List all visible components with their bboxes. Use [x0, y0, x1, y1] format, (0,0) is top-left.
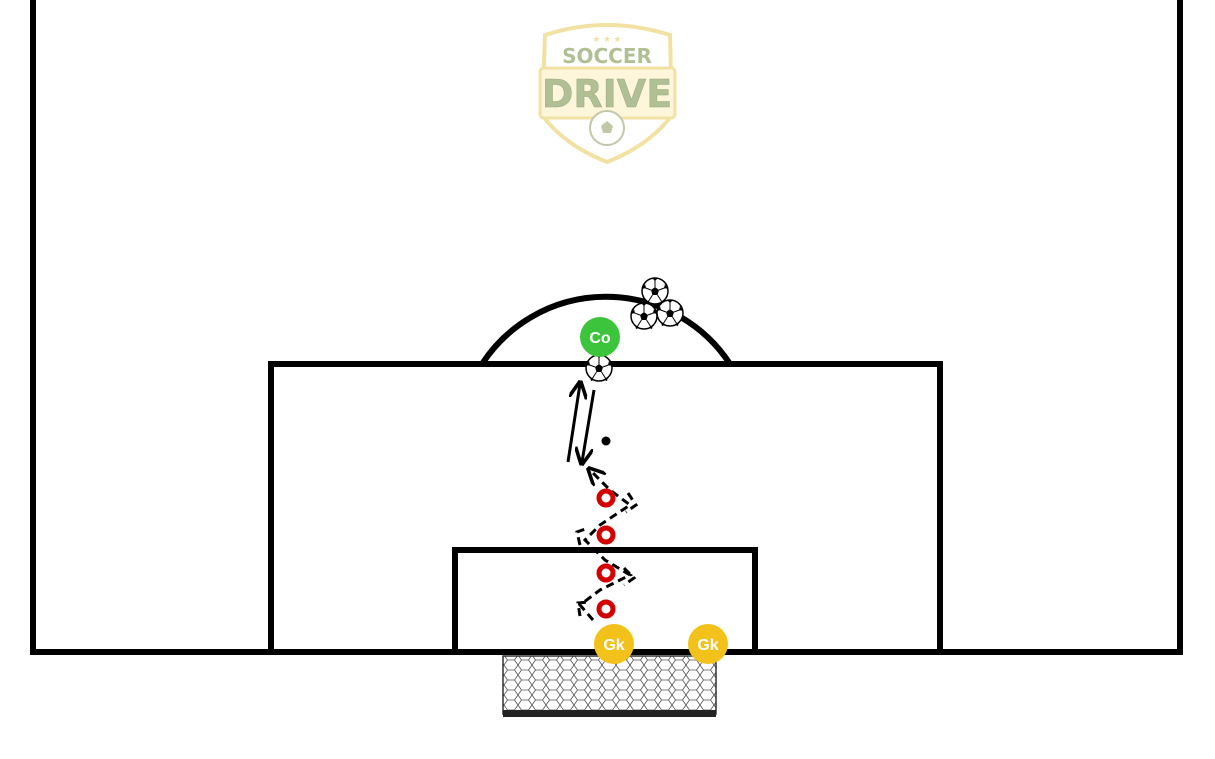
penalty-spot [601, 436, 611, 446]
logo-line-2: DRIVE [542, 72, 672, 116]
ball-icon [585, 354, 613, 382]
ball-icon [656, 299, 684, 327]
cone [596, 488, 616, 508]
pass-arrows [566, 384, 596, 463]
goalkeeper-token [594, 624, 634, 664]
goalkeeper-label: Gk [603, 637, 624, 654]
logo-line-1: SOCCER [562, 44, 652, 68]
cone [596, 599, 616, 619]
dribble-turn-4 [625, 492, 639, 514]
penalty-arc [479, 293, 733, 366]
cones [596, 488, 616, 619]
ball-icon [641, 277, 669, 305]
goal-area [452, 547, 758, 652]
coach-label: Co [589, 330, 611, 347]
goalkeeper-player-2: Gk [688, 624, 728, 664]
goalkeeper-player-1: Gk [594, 624, 634, 664]
dribble-path [575, 470, 639, 621]
dribble-path-line [577, 470, 634, 621]
goalkeeper-label: Gk [697, 637, 718, 654]
dribble-turn-2 [622, 566, 637, 587]
cone [596, 563, 616, 583]
pass-arrow-up [566, 384, 580, 463]
logo-stars-icon: ★ ★ ★ [592, 34, 621, 44]
ball-icon [630, 302, 658, 330]
soccer-drive-logo: ★ ★ ★ SOCCER DRIVE [538, 23, 677, 165]
logo-ball-patch-icon [601, 121, 613, 133]
coach-player: Co [580, 317, 620, 357]
goalkeeper-token [688, 624, 728, 664]
goal-net [502, 655, 717, 717]
dribble-turn-1 [576, 600, 589, 617]
cone [596, 525, 616, 545]
coach-token [580, 317, 620, 357]
pass-arrow-down [582, 389, 596, 462]
dribble-turn-3 [575, 526, 589, 546]
